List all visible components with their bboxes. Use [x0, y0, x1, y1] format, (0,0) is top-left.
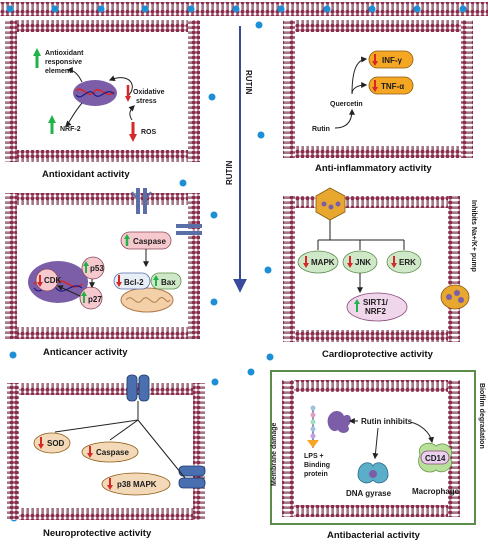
neuroprotective-cell [7, 383, 205, 520]
ros-label: ROS [141, 129, 157, 136]
erk-label: ERK [399, 258, 416, 267]
bcl2-node: Bcl-2 [113, 272, 151, 290]
lps-icon [307, 405, 319, 448]
mapk-node: MAPK [297, 250, 339, 274]
sod-label: SOD [47, 439, 65, 448]
anticancer-cell [5, 193, 200, 339]
p27-to-cdk-line [56, 285, 81, 297]
anti-inflammatory-caption: Anti-inflammatory activity [315, 163, 432, 174]
rutin-label-panel: Rutin [312, 126, 330, 133]
sirt-label-1: SIRT1/ [363, 298, 389, 307]
p53-label: p53 [90, 264, 104, 273]
neuro-pathway-lines [54, 401, 186, 479]
jnk-node: JNK [342, 250, 378, 274]
oxidative-to-dna-arrow [108, 75, 133, 97]
sirt-label-2: NRF2 [365, 307, 386, 316]
macrophage-label: Macrophage [412, 487, 460, 496]
tnf-node: TNF-α [368, 76, 414, 95]
top-membrane [0, 2, 488, 16]
oxidative-down-icon [125, 85, 131, 102]
oxidative-label-1: Oxidative [133, 89, 165, 96]
pump-label: Inhibits Na+/K+ pump [470, 200, 477, 272]
antioxidant-cell [5, 20, 200, 162]
rutin-inhibits-label: Rutin inhibits [361, 417, 413, 426]
dna-gyrase-label: DNA gyrase [346, 489, 392, 498]
sod-node: SOD [33, 432, 71, 454]
cd14-node: CD14 [420, 450, 450, 465]
cardioprotective-caption: Cardioprotective activity [322, 349, 434, 360]
jnk-label: JNK [355, 258, 371, 267]
mapk-label: MAPK [311, 258, 335, 267]
rutin-to-macrophage-arrow [409, 421, 434, 444]
antibacterial-cell [282, 380, 460, 517]
channel-icon [315, 187, 346, 221]
nrf2-label: NRF-2 [60, 126, 81, 133]
bcl2-label: Bcl-2 [124, 278, 144, 287]
biofilm-label: Biofilm degradation [478, 383, 485, 449]
dna-to-are-arrow [66, 67, 83, 83]
membrane-damage-label: Membrane damage [271, 422, 278, 486]
neuro-caspase-label: Caspase [96, 448, 129, 457]
ros-arrow-down-icon [129, 122, 137, 142]
inf-label: INF-γ [382, 56, 403, 65]
are-arrow-up-icon [33, 48, 41, 68]
nrf2-arrow-up-icon [48, 115, 56, 134]
rutin-label-top: RUTIN [244, 70, 253, 95]
antibacterial-frame [270, 370, 476, 525]
anticancer-caption: Anticancer activity [43, 347, 128, 358]
p27-node: p27 [79, 286, 103, 310]
are-label-3: element [45, 68, 72, 75]
receptor-icon [131, 188, 202, 235]
lps-label-2: Binding [304, 462, 330, 469]
bax-label: Bax [161, 278, 176, 287]
ros-to-oxidative-arrow [128, 105, 135, 121]
tnf-label: TNF-α [381, 82, 404, 91]
quercetin-label: Quercetin [330, 101, 363, 108]
caspase-node: Caspase [120, 231, 172, 250]
pump-icon [440, 284, 470, 310]
caspase-label: Caspase [133, 237, 166, 246]
p53-node: p53 [81, 256, 105, 280]
sirt-node: SIRT1/ NRF2 [346, 292, 408, 322]
dna-gyrase-icon [357, 462, 389, 484]
mitochondria-icon [120, 287, 174, 313]
are-label-1: Antioxidant [45, 50, 84, 57]
bax-node: Bax [150, 272, 182, 290]
p27-label: p27 [88, 295, 102, 304]
cdk-node: CDK [35, 268, 62, 292]
quercetin-to-tnf-arrow [351, 82, 368, 95]
inf-node: INF-γ [368, 50, 414, 69]
cdk-label: CDK [44, 276, 62, 285]
p38-node: p38 MAPK [101, 472, 171, 496]
antioxidant-caption: Antioxidant activity [42, 169, 130, 180]
bacteria-protein-icon [327, 411, 351, 433]
neuroprotective-caption: Neuroprotective activity [43, 528, 152, 539]
rutin-to-quercetin-arrow [334, 108, 355, 129]
quercetin-to-inf-arrow [351, 56, 368, 95]
neuro-caspase-node: Caspase [81, 441, 139, 463]
antibacterial-caption: Antibacterial activity [327, 530, 421, 541]
erk-node: ERK [386, 250, 422, 274]
lps-label-3: protein [304, 471, 328, 478]
channel-top-icon [126, 374, 150, 402]
cd14-label: CD14 [425, 454, 446, 463]
p38-label: p38 MAPK [117, 480, 157, 489]
anti-inflammatory-cell [283, 20, 473, 158]
rutin-to-dna-arrow [372, 427, 379, 460]
top-dots [6, 5, 467, 13]
oxidative-label-2: stress [136, 98, 157, 105]
rutin-label-side: RUTIN [225, 160, 234, 185]
nucleus-dna [73, 80, 117, 106]
dna-to-nrf2-arrow [65, 102, 83, 127]
lps-label-1: LPS + [304, 453, 324, 460]
are-label-2: responsive [45, 59, 82, 66]
